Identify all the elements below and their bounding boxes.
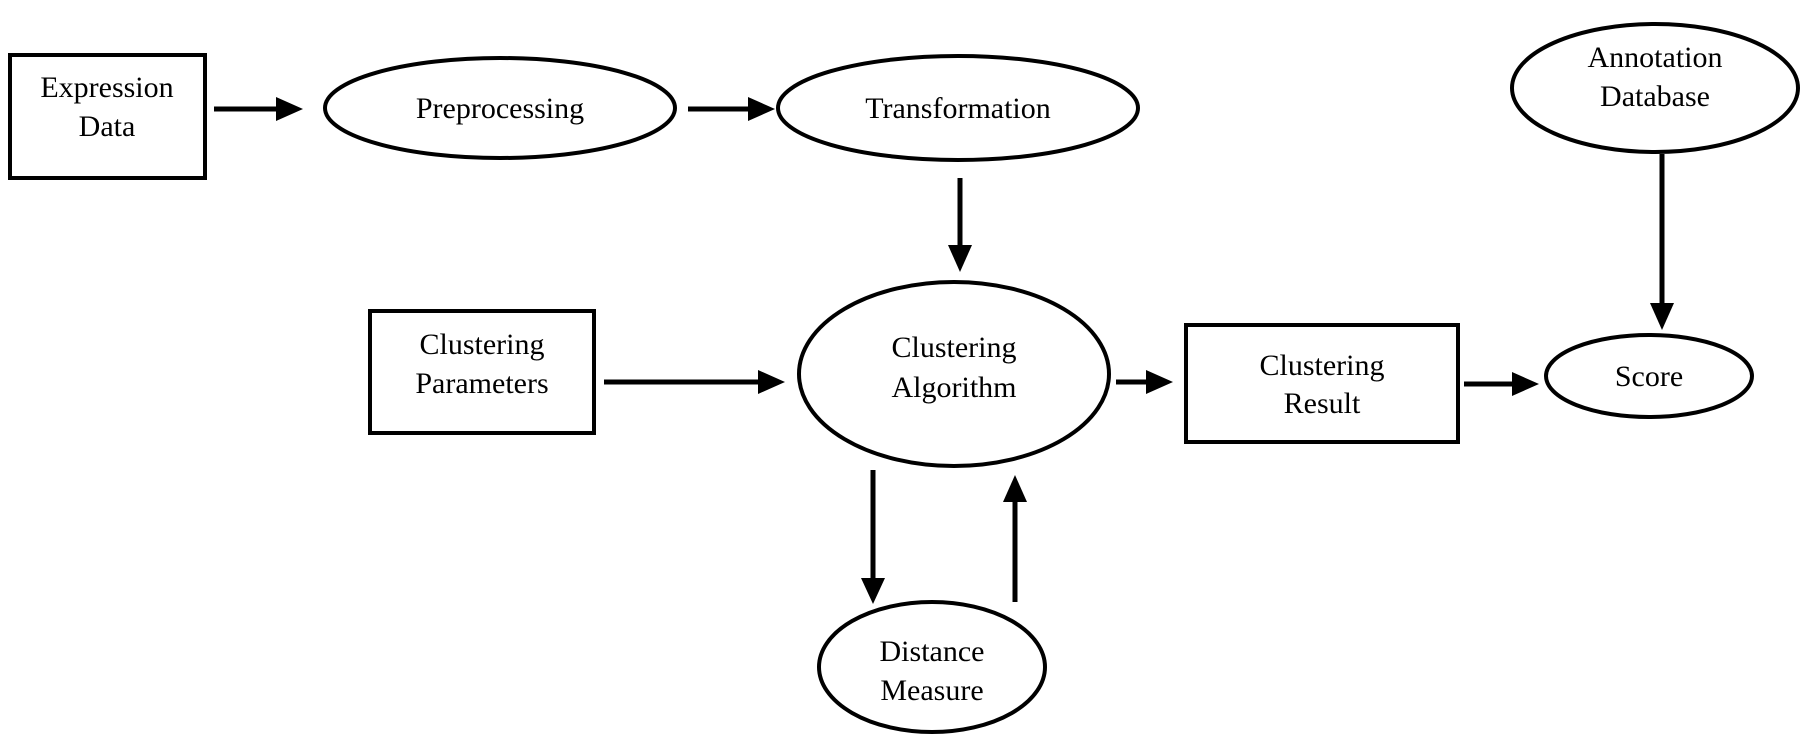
node-clustering-algorithm: Clustering Algorithm [797,280,1111,468]
distance-measure-ellipse [817,600,1047,734]
annotation-database-ellipse [1510,22,1800,154]
clustering-algorithm-label-line2: Algorithm [892,371,1017,404]
expression-data-label-line1: Expression [40,71,173,104]
clustering-parameters-label-line1: Clustering [420,328,545,361]
clustering-parameters-box [368,309,596,435]
expression-data-label-line2: Data [79,110,136,143]
arrow-transformation-to-algorithm [948,178,972,272]
node-annotation-database: Annotation Database [1510,22,1800,154]
preprocessing-label: Preprocessing [416,92,584,125]
node-clustering-parameters: Clustering Parameters [368,309,596,435]
arrowhead-down-icon [861,578,885,604]
node-distance-measure: Distance Measure [817,600,1047,734]
distance-measure-label-line1: Distance [880,635,985,668]
node-clustering-result: Clustering Result [1184,323,1460,444]
arrowhead-right-icon [1146,370,1173,394]
arrow-result-to-score [1464,372,1539,396]
score-ellipse [1544,333,1754,419]
node-transformation: Transformation [776,54,1140,162]
node-score: Score [1544,333,1754,419]
annotation-database-label-line1: Annotation [1588,41,1723,74]
arrowhead-up-icon [1003,475,1027,502]
arrow-algorithm-to-distance [861,470,885,604]
arrowhead-right-icon [748,97,775,121]
transformation-label: Transformation [865,92,1051,125]
arrowhead-right-icon [758,370,785,394]
node-preprocessing: Preprocessing [323,56,677,160]
arrow-parameters-to-algorithm [604,370,785,394]
clustering-result-label-line2: Result [1284,387,1361,420]
transformation-ellipse [776,54,1140,162]
arrow-expression-to-preprocessing [214,97,303,121]
annotation-database-label-line2: Database [1600,80,1710,113]
clustering-result-label-line1: Clustering [1260,349,1385,382]
arrow-algorithm-to-result [1116,370,1173,394]
node-expression-data: Expression Data [8,53,207,180]
score-label: Score [1615,360,1683,393]
clustering-algorithm-ellipse [797,280,1111,468]
arrowhead-down-icon [948,245,972,272]
preprocessing-ellipse [323,56,677,160]
clustering-parameters-label-line2: Parameters [415,367,548,400]
expression-data-box [8,53,207,180]
arrowhead-right-icon [1512,372,1539,396]
arrowhead-down-icon [1650,303,1674,330]
distance-measure-label-line2: Measure [880,674,983,707]
clustering-result-box [1184,323,1460,444]
arrow-preprocessing-to-transformation [688,97,775,121]
clustering-algorithm-label-line1: Clustering [892,331,1017,364]
arrow-annotation-to-score [1650,154,1674,330]
arrow-distance-to-algorithm [1003,475,1027,602]
arrowhead-right-icon [276,97,303,121]
